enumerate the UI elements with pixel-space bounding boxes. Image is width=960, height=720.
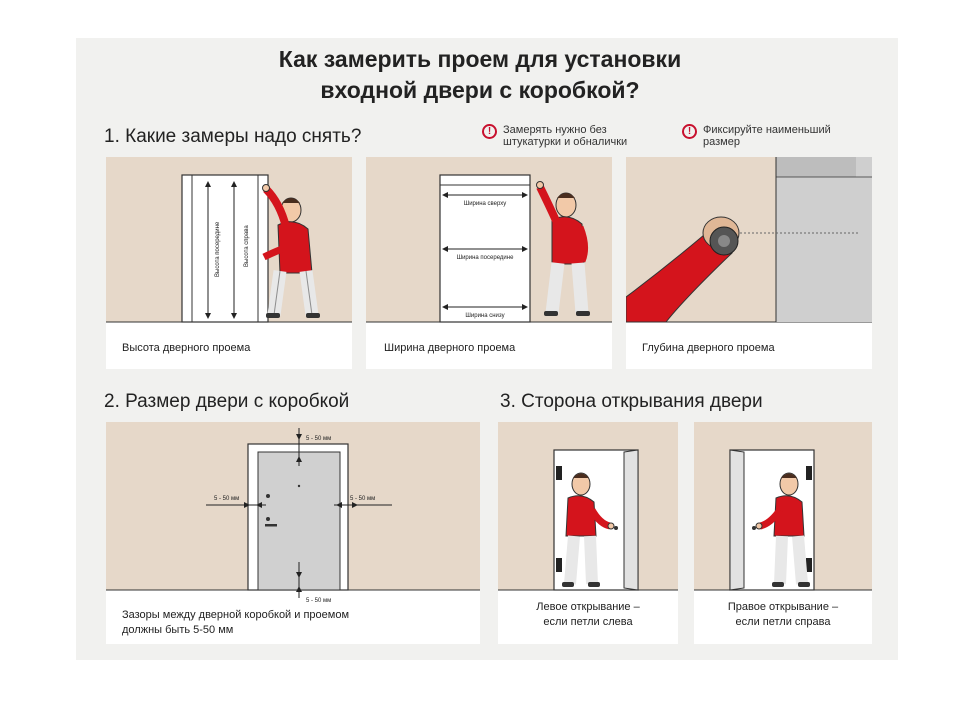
caption-right-opening: Правое открывание – если петли справа (694, 600, 872, 630)
page-title: Как замерить проем для установки входной… (0, 44, 960, 106)
panel-door-depth: Глубина дверного проема (626, 157, 872, 369)
caption-door-depth: Глубина дверного проема (642, 342, 775, 354)
caption-right-line-2: если петли справа (735, 616, 831, 628)
caption-left-line-2: если петли слева (543, 616, 633, 628)
panel-door-with-frame: 5 - 50 мм 5 - 50 мм 5 - 50 мм 5 - 50 мм … (106, 422, 480, 644)
gap-label-right: 5 - 50 мм (350, 496, 375, 502)
caption-door-width: Ширина дверного проема (384, 342, 516, 354)
section-1-heading: 1. Какие замеры надо снять? (104, 126, 362, 147)
title-line-2: входной двери с коробкой? (320, 77, 640, 103)
caption-left-line-1: Левое открывание – (536, 601, 640, 613)
warning-text-2: Фиксируйте наименьший размер (703, 124, 831, 148)
title-line-1: Как замерить проем для установки (278, 46, 682, 72)
width-illustration: Ширина сверху Ширина посередине Ширина с… (366, 157, 612, 323)
section-2-heading: 2. Размер двери с коробкой (104, 391, 350, 412)
depth-illustration (626, 157, 872, 323)
gap-label-left: 5 - 50 мм (214, 496, 239, 502)
caption-gaps-line-1: Зазоры между дверной коробкой и проемом (122, 609, 350, 621)
door-gap-illustration: 5 - 50 мм 5 - 50 мм 5 - 50 мм 5 - 50 мм (106, 422, 480, 604)
section-3-heading: 3. Сторона открывания двери (500, 391, 763, 412)
panel-right-opening: Правое открывание – если петли справа (694, 422, 872, 644)
panel-door-height: Высота посередине Высота справа Высота д… (106, 157, 352, 369)
exclamation-icon: ! (682, 124, 697, 139)
warning-smallest-size: ! Фиксируйте наименьший размер (682, 124, 831, 148)
left-opening-illustration (498, 422, 678, 591)
right-opening-illustration (694, 422, 872, 591)
caption-gaps: Зазоры между дверной коробкой и проемом … (122, 608, 349, 638)
gap-label-top: 5 - 50 мм (306, 436, 331, 442)
panel-left-opening: Левое открывание – если петли слева (498, 422, 678, 644)
panel-door-width: Ширина сверху Ширина посередине Ширина с… (366, 157, 612, 369)
warning-text-1: Замерять нужно без штукатурки и обналичк… (503, 124, 628, 148)
warning-no-plaster: ! Замерять нужно без штукатурки и обнали… (482, 124, 627, 148)
caption-door-height: Высота дверного проема (122, 342, 251, 354)
label-width-top: Ширина сверху (464, 201, 507, 207)
label-width-middle: Ширина посередине (457, 255, 514, 261)
caption-gaps-line-2: должны быть 5-50 мм (122, 624, 234, 636)
label-width-bottom: Ширина снизу (465, 313, 504, 319)
exclamation-icon: ! (482, 124, 497, 139)
caption-left-opening: Левое открывание – если петли слева (498, 600, 678, 630)
gap-label-bottom: 5 - 50 мм (306, 598, 331, 604)
caption-right-line-1: Правое открывание – (727, 601, 839, 613)
label-height-middle: Высота посередине (215, 221, 221, 277)
label-height-right: Высота справа (244, 225, 250, 267)
height-illustration: Высота посередине Высота справа (106, 157, 352, 323)
